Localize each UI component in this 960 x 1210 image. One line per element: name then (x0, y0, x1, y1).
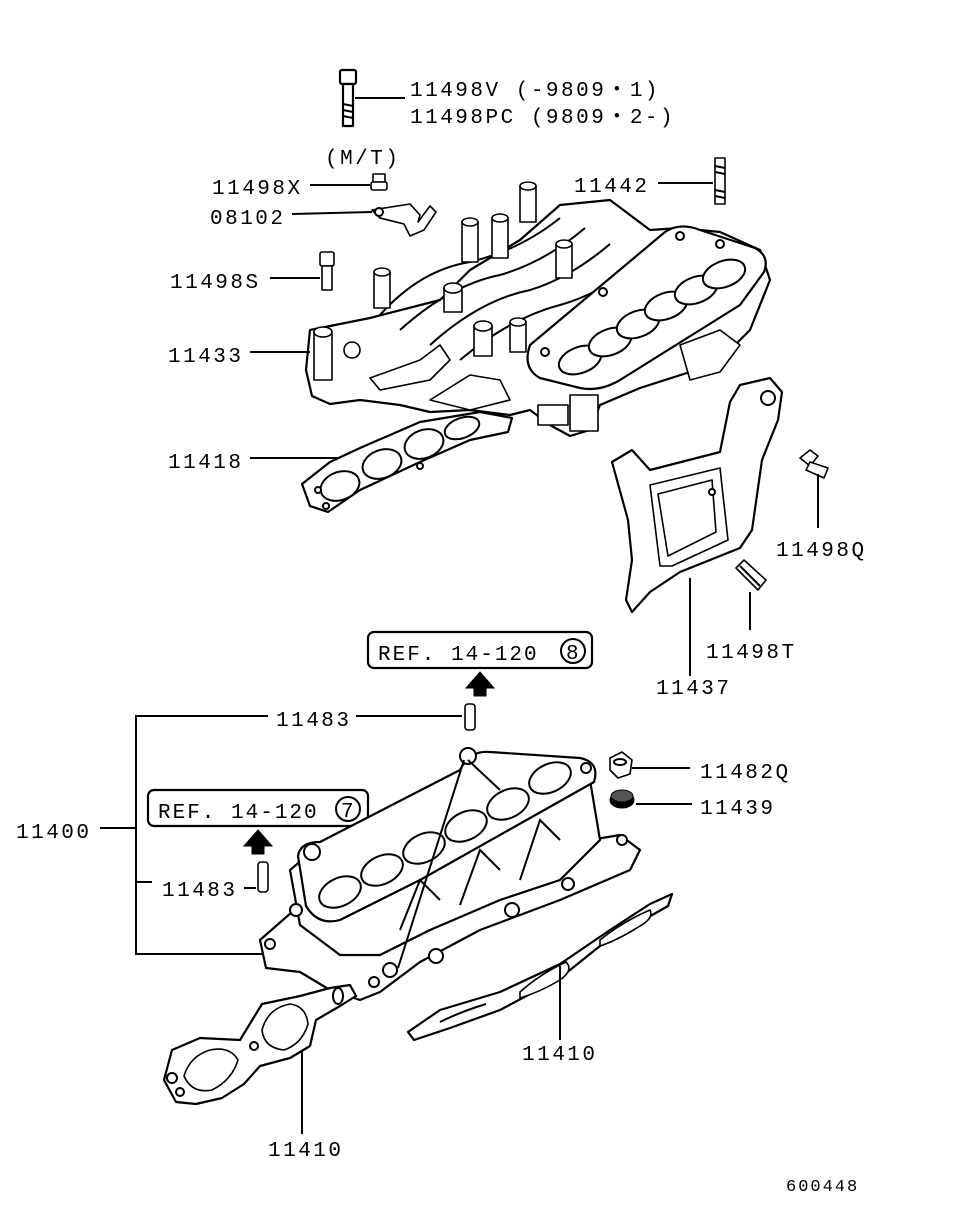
label-11498pc: 11498PC (9809・2-) (410, 107, 675, 130)
gasket-11410-left-drawing (162, 983, 358, 1134)
label-11442: 11442 (574, 176, 650, 199)
dowel-11483-bottom-drawing (244, 861, 269, 893)
ref-7-text: REF. 14-120 (158, 802, 319, 825)
figure-id: 600448 (786, 1178, 859, 1197)
ref-14-120-7-box[interactable]: REF. 14-120 7 (146, 788, 370, 828)
stay-11437-drawing (610, 376, 784, 676)
upper-intake-manifold-drawing (250, 181, 772, 438)
dowel-11483-top-drawing (356, 703, 476, 731)
bolt-11498x-drawing (310, 173, 388, 191)
ref-8-circle-number: 8 (566, 643, 581, 666)
label-11433: 11433 (168, 346, 244, 369)
label-11410-right: 11410 (522, 1044, 598, 1067)
gasket-11418-drawing (250, 410, 514, 514)
label-08102: 08102 (210, 208, 286, 231)
bolt-11498q-drawing (799, 449, 829, 528)
ref-7-circle-number: 7 (341, 801, 356, 824)
ref-7-arrow (242, 829, 274, 855)
label-11482q: 11482Q (700, 762, 791, 785)
label-11498t: 11498T (706, 642, 797, 665)
bolt-11498t-drawing (735, 559, 767, 630)
label-11437: 11437 (656, 678, 732, 701)
ref-8-text: REF. 14-120 (378, 644, 539, 667)
insulator-11439-drawing (609, 789, 692, 809)
label-11498q: 11498Q (776, 540, 867, 563)
nut-11482q-drawing (609, 751, 690, 779)
bracket-08102-drawing (291, 203, 437, 237)
label-11418: 11418 (168, 452, 244, 475)
label-11400: 11400 (16, 822, 92, 845)
ref-8-arrow (464, 671, 496, 697)
label-11410-left: 11410 (268, 1140, 344, 1163)
label-11498v: 11498V (-9809・1) (410, 80, 660, 103)
label-11439: 11439 (700, 798, 776, 821)
bolt-11498v-drawing (338, 68, 405, 128)
stud-11442-drawing (658, 157, 726, 205)
label-11483-top: 11483 (276, 710, 352, 733)
lower-intake-manifold-drawing (258, 747, 642, 1002)
gasket-11410-right-drawing (406, 892, 674, 1042)
ref-14-120-8-box[interactable]: REF. 14-120 8 (366, 630, 594, 670)
label-11483-bottom: 11483 (162, 880, 238, 903)
label-11498x: 11498X (212, 178, 303, 201)
label-11498s: 11498S (170, 272, 261, 295)
label-mt: (M/T) (325, 148, 401, 171)
bolt-11498s-drawing (270, 251, 335, 291)
assembly-bracket-11400 (100, 715, 268, 955)
